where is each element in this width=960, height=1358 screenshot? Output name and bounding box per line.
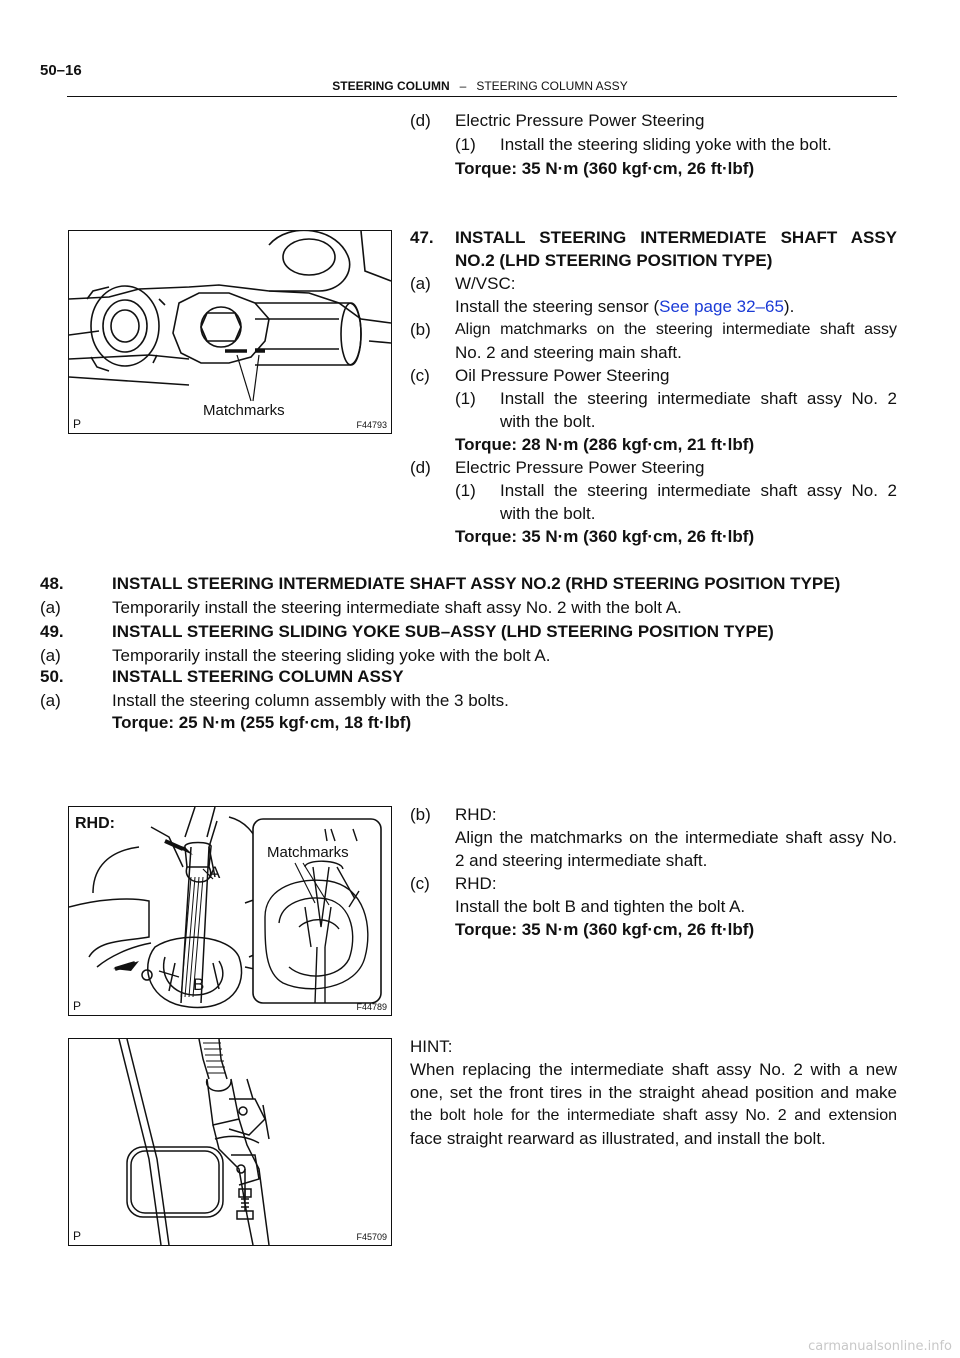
- step47-c-title: Oil Pressure Power Steering: [455, 366, 670, 385]
- step47-b-label: (b): [410, 320, 431, 339]
- step46-d-label: (d): [410, 111, 431, 130]
- figure-1-matchmarks-label: Matchmarks: [203, 402, 285, 419]
- hint-line2: one, set the front tires in the straight…: [410, 1083, 897, 1102]
- step47-c-torque: Torque: 28 N·m (286 kgf·cm, 21 ft·lbf): [455, 435, 755, 454]
- step50-a-label: (a): [40, 691, 61, 710]
- step50-b-title: RHD:: [455, 805, 497, 824]
- running-header: STEERING COLUMN–STEERING COLUMN ASSY: [0, 79, 960, 93]
- figure-3-code: F45709: [356, 1232, 387, 1242]
- step50-title: INSTALL STEERING COLUMN ASSY: [112, 667, 404, 686]
- see-page-link[interactable]: See page 32–65: [659, 297, 784, 316]
- step47-d-label: (d): [410, 458, 431, 477]
- step50-c-label: (c): [410, 874, 430, 893]
- step50-a-torque: Torque: 25 N·m (255 kgf·cm, 18 ft·lbf): [112, 713, 412, 732]
- step50-b-label: (b): [410, 805, 431, 824]
- hint-line3: the bolt hole for the intermediate shaft…: [410, 1107, 897, 1124]
- step47-d1-label: (1): [455, 481, 476, 500]
- step47-b-line2: No. 2 and steering main shaft.: [455, 343, 682, 362]
- figure-1-code: F44793: [356, 420, 387, 430]
- step46-d1-label: (1): [455, 135, 476, 154]
- figure-2-rhd-label: RHD:: [75, 815, 115, 832]
- header-dash: –: [459, 79, 467, 93]
- header-section: STEERING COLUMN: [332, 79, 450, 93]
- footer-watermark: carmanualsonline.info: [808, 1339, 952, 1354]
- step47-title-line2: NO.2 (LHD STEERING POSITION TYPE): [455, 251, 773, 270]
- step47-c-label: (c): [410, 366, 430, 385]
- step49-number: 49.: [40, 622, 64, 641]
- step50-b-line1: Align the matchmarks on the intermediate…: [455, 828, 897, 847]
- step50-c-title: RHD:: [455, 874, 497, 893]
- figure-1-drawing: [69, 231, 391, 402]
- figure-2-bolt-b-label: B: [193, 975, 205, 994]
- step47-c1-line1: Install the steering intermediate shaft …: [500, 389, 897, 408]
- step47-d1-line2: with the bolt.: [500, 504, 596, 523]
- hint-line1: When replacing the intermediate shaft as…: [410, 1060, 897, 1079]
- step49-title: INSTALL STEERING SLIDING YOKE SUB–ASSY (…: [112, 622, 774, 641]
- step48-title: INSTALL STEERING INTERMEDIATE SHAFT ASSY…: [112, 574, 841, 593]
- figure-2-matchmarks-label: Matchmarks: [267, 844, 349, 861]
- step50-b-line2: 2 and steering intermediate shaft.: [455, 851, 708, 870]
- step48-a-text: Temporarily install the steering interme…: [112, 598, 682, 617]
- step50-c-text: Install the bolt B and tighten the bolt …: [455, 897, 746, 916]
- figure-3-p-mark: P: [73, 1229, 82, 1243]
- step47-a-title: W/VSC:: [455, 274, 516, 293]
- step48-number: 48.: [40, 574, 64, 593]
- figure-2-p-mark: P: [73, 999, 82, 1013]
- step50-a-text: Install the steering column assembly wit…: [112, 691, 509, 710]
- step47-a-label: (a): [410, 274, 431, 293]
- step49-a-text: Temporarily install the steering sliding…: [112, 646, 551, 665]
- figure-2-bolt-a-label: A: [209, 863, 221, 882]
- figure-2-drawing: [69, 807, 382, 1009]
- step46-d-torque: Torque: 35 N·m (360 kgf·cm, 26 ft·lbf): [455, 159, 755, 178]
- figure-3-drawing: [118, 1039, 270, 1245]
- page-number: 50–16: [40, 62, 82, 79]
- figure-rhd-matchmarks: RHD: Matchmarks A B P F44789: [68, 806, 392, 1016]
- step47-d-title: Electric Pressure Power Steering: [455, 458, 705, 477]
- step47-a-text-end: ).: [783, 297, 795, 316]
- step47-title-line1: INSTALL STEERING INTERMEDIATE SHAFT ASSY: [455, 228, 897, 247]
- figure-pedal-bolt: P F45709: [68, 1038, 392, 1246]
- step47-a-text-start: Install the steering sensor (: [455, 297, 660, 316]
- step50-number: 50.: [40, 667, 64, 686]
- header-subsection: STEERING COLUMN ASSY: [476, 79, 628, 93]
- figure-matchmarks-lhd: Matchmarks P F44793: [68, 230, 392, 434]
- step47-d1-line1: Install the steering intermediate shaft …: [500, 481, 897, 500]
- step47-d-torque: Torque: 35 N·m (360 kgf·cm, 26 ft·lbf): [455, 527, 755, 546]
- step46-d-title: Electric Pressure Power Steering: [455, 111, 705, 130]
- step47-number: 47.: [410, 228, 434, 247]
- hint-line4: face straight rearward as illustrated, a…: [410, 1129, 826, 1148]
- step48-a-label: (a): [40, 598, 61, 617]
- header-rule: [67, 96, 897, 97]
- hint-title: HINT:: [410, 1037, 453, 1056]
- step49-a-label: (a): [40, 646, 61, 665]
- step47-c1-label: (1): [455, 389, 476, 408]
- figure-1-p-mark: P: [73, 417, 82, 431]
- step46-d1-text: Install the steering sliding yoke with t…: [500, 135, 832, 154]
- figure-2-code: F44789: [356, 1002, 387, 1012]
- step50-c-torque: Torque: 35 N·m (360 kgf·cm, 26 ft·lbf): [455, 920, 755, 939]
- step47-b-line1: Align matchmarks on the steering interme…: [455, 321, 897, 338]
- step47-a-text: Install the steering sensor (See page 32…: [455, 296, 794, 318]
- step47-c1-line2: with the bolt.: [500, 412, 596, 431]
